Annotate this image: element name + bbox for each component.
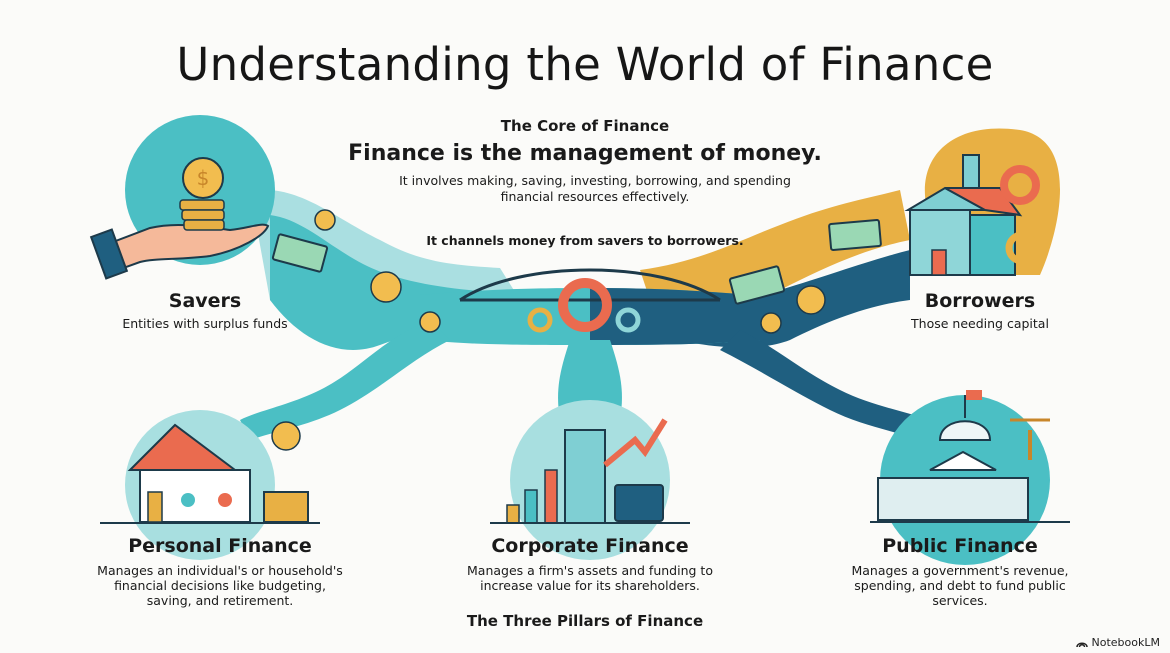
core-description: It involves making, saving, investing, b… [399, 173, 791, 204]
bridge-gears-icon [459, 268, 721, 333]
borrowers-node: Borrowers Those needing capital [870, 290, 1090, 331]
core-section-label: The Core of Finance [500, 117, 670, 135]
savers-title: Savers [168, 290, 242, 312]
pillar-description: Manages a firm's assets and funding to i… [467, 563, 713, 593]
house-family-icon [100, 410, 320, 560]
page-title: Understanding the World of Finance [176, 38, 994, 91]
pillar-public-finance: Public Finance Manages a government's re… [835, 535, 1085, 608]
pillar-corporate-finance: Corporate Finance Manages a firm's asset… [445, 535, 735, 593]
core-headline: Finance is the management of money. [348, 141, 822, 166]
savers-subtitle: Entities with surplus funds [122, 316, 288, 331]
pillar-title: Personal Finance [128, 535, 312, 557]
brand-watermark: NotebookLM [1075, 636, 1160, 649]
pillar-personal-finance: Personal Finance Manages an individual's… [60, 535, 380, 608]
borrowers-stream-gold [640, 190, 910, 301]
svg-text:$: $ [197, 166, 210, 190]
brand-label: NotebookLM [1091, 636, 1160, 649]
factory-gears-icon [904, 154, 1040, 276]
skyscraper-growth-icon [490, 400, 690, 560]
pillars-caption: The Three Pillars of Finance [466, 612, 704, 630]
branch-public [720, 330, 930, 440]
branch-personal [240, 320, 450, 440]
borrowers-title: Borrowers [924, 290, 1036, 312]
pillar-description: Manages a government's revenue, spending… [851, 563, 1069, 608]
notebooklm-logo-icon [1075, 642, 1088, 647]
capitol-scales-icon [870, 390, 1070, 565]
savers-node: Savers Entities with surplus funds [90, 290, 320, 331]
pillar-description: Manages an individual's or household's f… [97, 563, 343, 608]
borrowers-subtitle: Those needing capital [911, 316, 1049, 331]
pillar-title: Corporate Finance [491, 535, 689, 557]
branch-corporate [558, 340, 622, 420]
pillar-title: Public Finance [882, 535, 1038, 557]
channel-statement: It channels money from savers to borrowe… [426, 233, 744, 248]
